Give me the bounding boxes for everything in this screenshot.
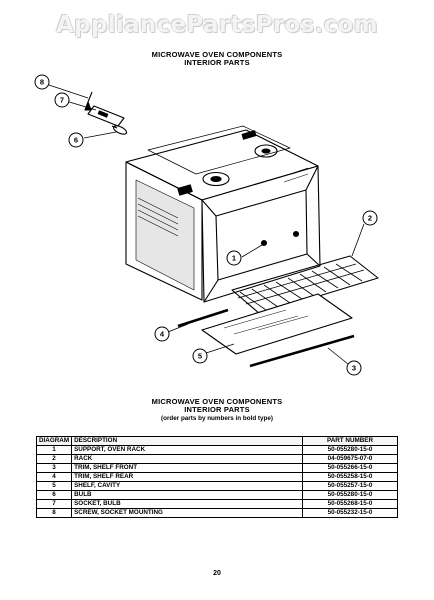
cavity-shelf <box>201 293 353 355</box>
callout-1: 1 <box>226 250 242 266</box>
callout-3: 3 <box>346 360 362 376</box>
page-number: 20 <box>213 570 221 577</box>
diagram-subtitle: INTERIOR PARTS <box>184 58 250 67</box>
svg-text:8: 8 <box>40 78 44 87</box>
svg-text:2: 2 <box>368 214 372 223</box>
part-number: 50-055258-15-0 <box>302 472 398 482</box>
bulb-assembly <box>84 91 128 135</box>
oven-cavity <box>125 125 321 303</box>
part-description: BULB <box>71 490 303 500</box>
part-description: SHELF, CAVITY <box>71 481 303 491</box>
callout-4: 4 <box>154 326 170 342</box>
watermark: AppliancePartsPros.com <box>56 12 378 38</box>
callout-6: 6 <box>68 132 84 148</box>
svg-text:5: 5 <box>198 352 202 361</box>
svg-text:6: 6 <box>74 136 78 145</box>
part-number: 50-055257-15-0 <box>302 481 398 491</box>
part-number: 50-055268-15-0 <box>302 499 398 509</box>
table-title: MICROWAVE OVEN COMPONENTS <box>151 397 283 406</box>
part-number: 50-055232-15-0 <box>302 508 398 518</box>
callout-2: 2 <box>362 210 378 226</box>
part-number: 50-055280-15-0 <box>302 445 398 455</box>
table-header-row: DIAGRAM DESCRIPTION PART NUMBER <box>35 436 398 446</box>
diagram-number: 1 <box>35 445 73 455</box>
part-number: 50-055266-15-0 <box>302 463 398 473</box>
diagram-number: 8 <box>35 508 73 518</box>
callout-7: 7 <box>54 92 70 108</box>
part-number: 04-059675-07-0 <box>302 454 398 464</box>
part-number: 50-055280-15-0 <box>302 490 398 500</box>
part-description: RACK <box>71 454 303 464</box>
oven-rack <box>231 255 379 315</box>
part-description: TRIM, SHELF FRONT <box>71 463 303 473</box>
diagram-title: MICROWAVE OVEN COMPONENTS <box>151 50 283 59</box>
table-subtitle: INTERIOR PARTS <box>184 405 250 414</box>
callout-5: 5 <box>192 348 208 364</box>
part-description: SOCKET, BULB <box>71 499 303 509</box>
svg-text:7: 7 <box>60 96 64 105</box>
callout-8: 8 <box>34 74 50 90</box>
column-header-description: DESCRIPTION <box>71 436 303 446</box>
shelf-front-trim <box>177 308 229 329</box>
svg-text:3: 3 <box>352 364 356 373</box>
diagram-number: 3 <box>35 463 73 473</box>
table-note: (order parts by numbers in bold type) <box>161 415 273 422</box>
column-header-part-number: PART NUMBER <box>302 436 398 446</box>
part-description: SUPPORT, OVEN RACK <box>71 445 303 455</box>
part-description: TRIM, SHELF REAR <box>71 472 303 482</box>
exploded-parts-diagram: 8 7 6 1 2 4 5 3 <box>34 74 379 376</box>
column-header-diagram: DIAGRAM <box>35 436 73 446</box>
diagram-number: 7 <box>35 499 73 509</box>
part-description: SCREW, SOCKET MOUNTING <box>71 508 303 518</box>
svg-text:1: 1 <box>232 254 236 263</box>
diagram-number: 5 <box>35 481 73 491</box>
shelf-rear-trim <box>249 334 355 369</box>
svg-text:4: 4 <box>160 330 165 339</box>
diagram-number: 2 <box>35 454 73 464</box>
diagram-number: 4 <box>35 472 73 482</box>
diagram-number: 6 <box>35 490 73 500</box>
